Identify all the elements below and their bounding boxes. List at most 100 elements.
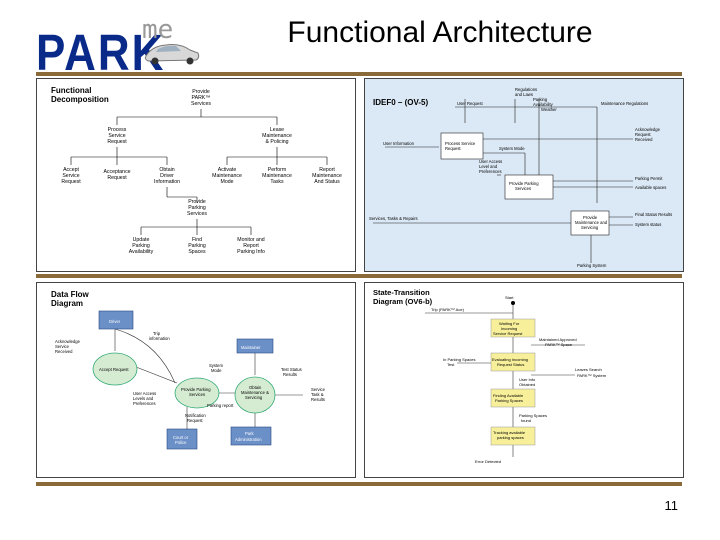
idef0-label-27: Parking System bbox=[577, 263, 607, 268]
idef0-panel: IDEF0 – (OV-5) Regulations and Laws Park bbox=[364, 78, 684, 272]
st-label-19: Tracking available bbox=[493, 430, 526, 435]
state-transition-panel: State-Transition Diagram (OV6-b) Start T… bbox=[364, 282, 684, 478]
fd-l2-4c: Mode bbox=[221, 179, 234, 185]
fd-title: Functional bbox=[51, 86, 91, 95]
fd-l3-3: Services bbox=[187, 211, 207, 217]
st-label-1: Trip (PARK™ Ace) bbox=[431, 307, 465, 312]
df-label-0: Driver bbox=[109, 319, 121, 324]
st-state-finding bbox=[490, 388, 536, 408]
st-label-12: PARK™ System bbox=[577, 373, 607, 378]
fd-l3-2: Parking bbox=[188, 205, 206, 211]
df-label-9: Mode bbox=[211, 368, 222, 373]
fd-l4-2c: Spaces bbox=[188, 249, 206, 255]
df-label-12: User Access bbox=[133, 391, 156, 396]
fd-l4-1a: Update bbox=[133, 237, 150, 243]
df-label-11: Results bbox=[283, 372, 297, 377]
df-label-27: Police bbox=[175, 440, 187, 445]
df-label-28: Park bbox=[245, 431, 255, 436]
fd-l2-1c: Request bbox=[61, 179, 81, 185]
fd-root-3: Services bbox=[191, 101, 211, 107]
st-label-16: Parking Spaces bbox=[495, 398, 523, 403]
idef0-box-a3 bbox=[570, 210, 610, 236]
df-title: Data Flow bbox=[51, 290, 90, 299]
df-label-10: Test Status bbox=[281, 367, 302, 372]
fd-l2-4a: Activate bbox=[218, 167, 237, 173]
df-label-2: information bbox=[149, 336, 170, 341]
idef0-label-26: System status bbox=[635, 222, 661, 227]
idef0-box-a1 bbox=[440, 132, 484, 160]
df-label-14: Preferences bbox=[133, 401, 156, 406]
st-label-13: User Info bbox=[519, 377, 536, 382]
df-label-8: System bbox=[209, 363, 223, 368]
fd-l4-2a: Find bbox=[192, 237, 202, 243]
df-label-7: Maintainer bbox=[241, 345, 261, 350]
st-label-14: Obtained bbox=[519, 382, 535, 387]
idef0-label-1: and Laws bbox=[515, 92, 533, 97]
fd-l4-3a: Monitor and bbox=[237, 237, 265, 243]
functional-decomposition-panel: Functional Decomposition bbox=[36, 78, 356, 272]
st-label-21: Error Detected bbox=[475, 459, 501, 464]
idef0-label-7: Acknowledge bbox=[635, 127, 661, 132]
df-driver-box bbox=[98, 310, 134, 330]
idef0-label-21: Services, Tasks & Repairs bbox=[369, 216, 418, 221]
idef0-label-22: Provide bbox=[583, 215, 598, 220]
fd-l2-4b: Maintenance bbox=[212, 173, 242, 179]
idef0-label-15: Level and bbox=[479, 164, 498, 169]
top-divider bbox=[36, 72, 682, 76]
idef0-box-a2 bbox=[504, 174, 554, 200]
df-label-24: Notification bbox=[185, 413, 206, 418]
idef0-label-10: User Information bbox=[383, 141, 415, 146]
df-label-1: Trip bbox=[153, 331, 161, 336]
idef0-label-25: Final Status Results bbox=[635, 212, 672, 217]
fd-l4-2b: Parking bbox=[188, 243, 206, 249]
fd-l2-5a: Perform bbox=[268, 167, 286, 173]
st-label-11: Leaves Search bbox=[575, 367, 602, 372]
idef0-label-19: Parking Permit bbox=[635, 176, 663, 181]
df-title-2: Diagram bbox=[51, 299, 83, 308]
st-label-10: Request Status bbox=[497, 362, 524, 367]
fd-root-1: Provide bbox=[192, 89, 210, 95]
st-label-6: PARK™ Space bbox=[545, 342, 573, 347]
df-label-18: Maintenance & bbox=[241, 390, 269, 395]
idef0-label-20: Available spaces bbox=[635, 185, 666, 190]
df-obtain-maintenance-circle bbox=[234, 376, 276, 414]
df-label-23: Parking report bbox=[207, 403, 234, 408]
df-park-admin-box bbox=[230, 426, 272, 446]
df-label-25: Request bbox=[187, 418, 203, 423]
fd-l2-6c: And Status bbox=[314, 179, 340, 185]
fd-l1-b-1: Lease bbox=[270, 127, 284, 133]
st-start-node bbox=[511, 301, 515, 305]
df-label-26: Court or bbox=[173, 435, 189, 440]
idef0-label-11: Process Service bbox=[445, 141, 476, 146]
fd-l1-a-3: Request bbox=[107, 139, 127, 145]
fd-title-2: Decomposition bbox=[51, 95, 109, 104]
idef0-label-23: Maintenance and bbox=[575, 220, 608, 225]
st-label-4: Service Request bbox=[493, 331, 523, 336]
df-provide-parking-circle bbox=[174, 377, 220, 409]
st-label-17: Parking Spaces bbox=[519, 413, 547, 418]
idef0-label-6: Maintenance Regulations bbox=[601, 101, 648, 106]
df-label-4: Service bbox=[55, 344, 70, 349]
idef0-label-0: Regulations bbox=[515, 87, 537, 92]
st-label-5: Maintained Approved bbox=[539, 337, 577, 342]
df-label-5: Received bbox=[55, 349, 73, 354]
df-label-20: Service bbox=[311, 387, 326, 392]
fd-l2-6a: Report bbox=[319, 167, 335, 173]
idef0-label-13: System Mode bbox=[499, 146, 525, 151]
idef0-label-18: Services bbox=[515, 186, 531, 191]
fd-l1-a-2: Service bbox=[108, 133, 125, 139]
idef0-label-8: Request bbox=[635, 132, 651, 137]
st-label-20: parking spaces bbox=[497, 435, 524, 440]
idef0-label-2: Parking bbox=[533, 97, 548, 102]
df-police-box bbox=[166, 428, 198, 450]
st-title: State-Transition bbox=[373, 288, 430, 297]
st-label-9: Evaluating Incoming bbox=[492, 357, 528, 362]
idef0-label-12: Request bbox=[445, 146, 461, 151]
fd-l1-a-1: Process bbox=[108, 127, 127, 133]
idef0-label-17: Provide Parking bbox=[509, 181, 539, 186]
st-label-8: Test bbox=[447, 362, 455, 367]
st-label-15: Finding Available bbox=[493, 393, 524, 398]
idef0-label-16: Preferences bbox=[479, 169, 502, 174]
fd-l3-1: Provide bbox=[188, 199, 206, 205]
df-label-16: Services bbox=[189, 392, 205, 397]
